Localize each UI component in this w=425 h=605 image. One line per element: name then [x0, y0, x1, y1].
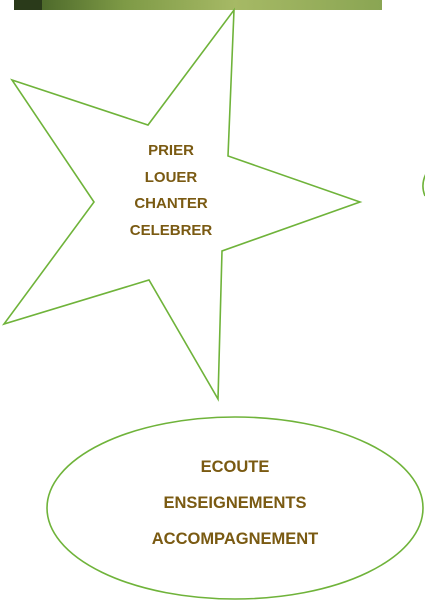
star-word: PRIER — [148, 142, 194, 159]
oval-edge-fragment — [422, 174, 425, 197]
star-word: LOUER — [144, 168, 198, 186]
oval-line: ECOUTE — [200, 458, 270, 476]
oval-line: ENSEIGNEMENTS — [163, 494, 307, 512]
oval-line: ACCOMPAGNEMENT — [151, 530, 319, 548]
star-word: CELEBRER — [129, 221, 213, 239]
star-word: CHANTER — [134, 195, 208, 212]
star-word-list: PRIER LOUER CHANTER CELEBRER — [96, 138, 246, 244]
oval-line-list: ECOUTE ENSEIGNEMENTS ACCOMPAGNEMENT — [90, 449, 380, 557]
star-shape — [1, 7, 363, 402]
oval-shape — [46, 416, 424, 600]
